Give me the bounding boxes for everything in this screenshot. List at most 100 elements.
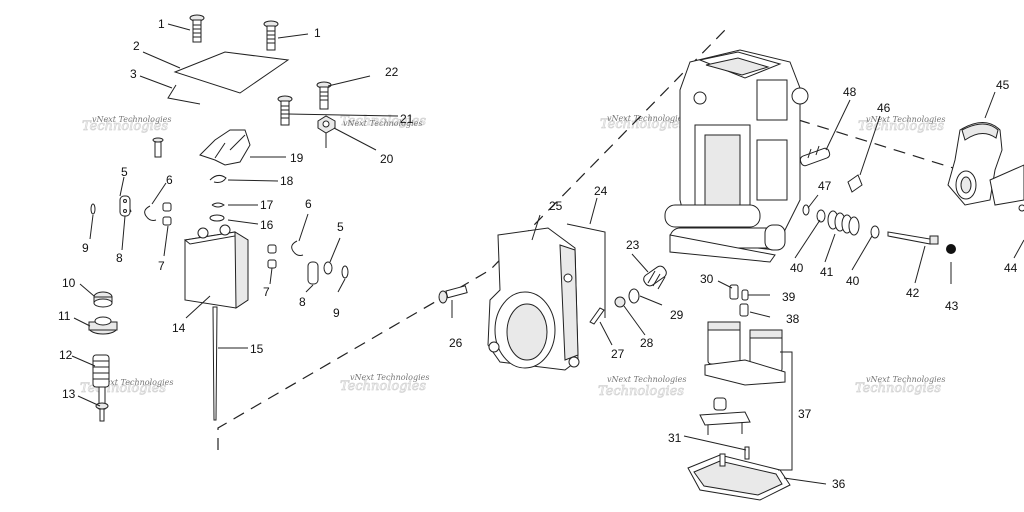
middle-parts-group bbox=[438, 223, 667, 371]
callout-labels: 1 1 2 3 22 21 20 19 18 17 16 5 6 8 7 9 6… bbox=[58, 17, 1018, 491]
watermark-text: vNext Technologies bbox=[94, 378, 173, 387]
spring-part bbox=[92, 354, 110, 422]
screw-part bbox=[189, 14, 205, 43]
rod-part bbox=[566, 223, 606, 318]
screw-part bbox=[263, 20, 279, 51]
bushing-part bbox=[267, 259, 277, 269]
valve-seat bbox=[699, 397, 751, 460]
spring-clip bbox=[209, 174, 227, 183]
watermark-text: vNext Technologies bbox=[92, 115, 171, 124]
callout-label: 47 bbox=[818, 179, 832, 193]
callout-label: 3 bbox=[130, 67, 137, 81]
washer-part bbox=[209, 214, 225, 222]
nut-part bbox=[317, 115, 336, 134]
spring-part bbox=[643, 265, 667, 290]
callout-label: 20 bbox=[380, 152, 394, 166]
callout-label: 9 bbox=[333, 306, 340, 320]
watermark-text: vNext Technologies bbox=[350, 373, 429, 382]
watermark-layer: Technologies Technologies Technologies T… bbox=[80, 114, 946, 400]
callout-label: 40 bbox=[790, 261, 804, 275]
callout-label: 9 bbox=[82, 241, 89, 255]
callout-label: 5 bbox=[121, 165, 128, 179]
svg-text:Technologies: Technologies bbox=[855, 381, 941, 396]
callout-label: 13 bbox=[62, 387, 76, 401]
watermark-text: vNext Technologies bbox=[607, 114, 686, 123]
washer-part bbox=[816, 209, 826, 223]
spring-part bbox=[827, 210, 860, 236]
callout-label: 36 bbox=[832, 477, 846, 491]
ball-part bbox=[946, 244, 956, 254]
svg-text:Technologies: Technologies bbox=[340, 114, 426, 129]
callout-label: 26 bbox=[449, 336, 463, 350]
callout-label: 42 bbox=[906, 286, 920, 300]
watermark-text: vNext Technologies bbox=[607, 375, 686, 384]
washer-part bbox=[614, 296, 626, 308]
carburetor-housing bbox=[664, 49, 809, 263]
gasket-part bbox=[687, 453, 791, 501]
wire-clip bbox=[167, 84, 201, 105]
svg-text:Technologies: Technologies bbox=[82, 119, 168, 134]
watermark-text: vNext Technologies bbox=[343, 119, 422, 128]
watermark-text: vNext Technologies bbox=[866, 115, 945, 124]
callout-label: 46 bbox=[877, 101, 891, 115]
c-clip bbox=[144, 205, 157, 221]
callout-label: 7 bbox=[158, 259, 165, 273]
c-clip bbox=[291, 240, 304, 256]
svg-text:Technologies: Technologies bbox=[340, 379, 426, 394]
screw-part bbox=[152, 137, 164, 158]
fitting-part bbox=[741, 289, 749, 301]
right-parts-group bbox=[664, 49, 1024, 501]
svg-text:Technologies: Technologies bbox=[858, 119, 944, 134]
clip-part bbox=[211, 202, 225, 208]
link-plate bbox=[307, 261, 319, 285]
screw-part bbox=[316, 81, 332, 110]
callout-label: 1 bbox=[314, 26, 321, 40]
nut-part bbox=[93, 291, 113, 308]
float-assembly bbox=[704, 321, 786, 386]
callout-label: 6 bbox=[166, 173, 173, 187]
svg-text:Technologies: Technologies bbox=[600, 117, 686, 132]
callout-label: 8 bbox=[299, 295, 306, 309]
callout-label: 44 bbox=[1004, 261, 1018, 275]
callout-label: 24 bbox=[594, 184, 608, 198]
bracket-part bbox=[199, 129, 251, 166]
needle-part bbox=[212, 306, 218, 421]
callout-label: 41 bbox=[820, 265, 834, 279]
washer-part bbox=[802, 204, 810, 216]
callout-label: 17 bbox=[260, 198, 274, 212]
callout-label: 40 bbox=[846, 274, 860, 288]
needle-screw bbox=[887, 231, 939, 245]
callout-label: 19 bbox=[290, 151, 304, 165]
callout-label: 12 bbox=[59, 348, 73, 362]
callout-label: 48 bbox=[843, 85, 857, 99]
screw-part bbox=[438, 285, 468, 304]
washer-part bbox=[628, 288, 640, 304]
callout-label: 22 bbox=[385, 65, 399, 79]
fitting-part bbox=[729, 284, 739, 300]
fitting-part bbox=[739, 303, 749, 317]
callout-label: 37 bbox=[798, 407, 812, 421]
bushing-part bbox=[162, 202, 172, 212]
callout-label: 28 bbox=[640, 336, 654, 350]
callout-label: 16 bbox=[260, 218, 274, 232]
plug-part bbox=[847, 174, 863, 193]
callout-label: 39 bbox=[782, 290, 796, 304]
bushing-part bbox=[267, 244, 277, 254]
callout-label: 5 bbox=[337, 220, 344, 234]
callout-label: 6 bbox=[305, 197, 312, 211]
callout-label: 2 bbox=[133, 39, 140, 53]
callout-label: 10 bbox=[62, 276, 76, 290]
throttle-lever bbox=[947, 122, 1024, 212]
callout-label: 11 bbox=[58, 309, 71, 323]
callout-label: 31 bbox=[668, 431, 682, 445]
left-parts-group bbox=[88, 14, 349, 422]
callout-label: 1 bbox=[158, 17, 165, 31]
callout-label: 7 bbox=[263, 285, 270, 299]
callout-label: 15 bbox=[250, 342, 264, 356]
cover-plate bbox=[173, 51, 290, 94]
pin-part bbox=[589, 307, 605, 325]
washer-part bbox=[870, 225, 880, 239]
screw-part bbox=[277, 95, 293, 126]
callout-label: 45 bbox=[996, 78, 1010, 92]
